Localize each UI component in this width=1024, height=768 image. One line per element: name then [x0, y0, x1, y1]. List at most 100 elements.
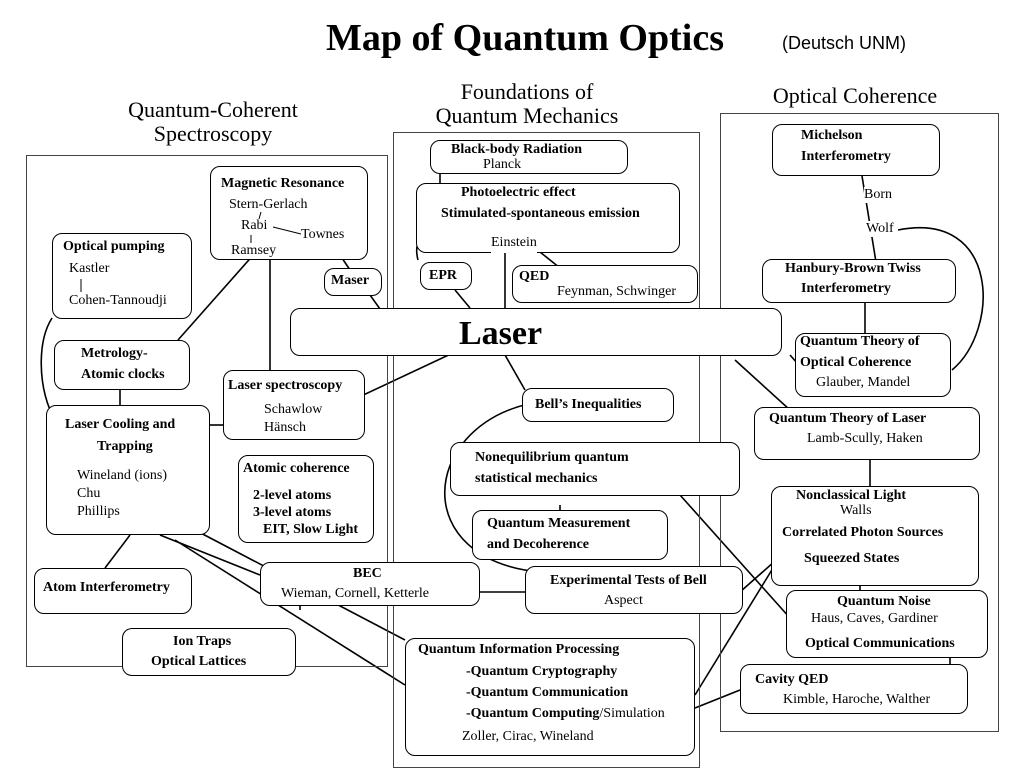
node-person: Schawlow: [264, 402, 323, 417]
label-born: Born: [864, 187, 892, 203]
node-bec: BEC Wieman, Cornell, Ketterle: [260, 562, 480, 606]
node-line: Optical Coherence: [800, 355, 912, 370]
node-line: Quantum Theory of: [800, 334, 920, 349]
node-line: 2-level atoms: [253, 488, 332, 503]
connector: [40, 317, 53, 411]
node-subtitle: Stimulated-spontaneous emission: [441, 206, 640, 221]
node-person: Stern-Gerlach: [229, 197, 308, 212]
connector: [504, 354, 526, 391]
connector: [454, 289, 471, 309]
page-title: Map of Quantum Optics: [326, 17, 724, 59]
node-maser: Maser: [324, 268, 382, 296]
node-line: Metrology-: [81, 346, 148, 361]
node-title: Magnetic Resonance: [221, 176, 345, 191]
node-title: Quantum Information Processing: [418, 642, 620, 657]
node-qed: QED Feynman, Schwinger: [512, 265, 698, 303]
connector: [443, 403, 541, 573]
node-line: Atomic clocks: [81, 367, 165, 382]
node-line: -Quantum Cryptography: [466, 664, 618, 679]
credit-label: (Deutsch UNM): [782, 33, 907, 53]
node-line: Trapping: [97, 439, 153, 454]
node-optical-pumping: Optical pumping Kastler Cohen-Tannoudji: [52, 233, 192, 319]
node-line: 3-level atoms: [253, 505, 332, 520]
node-quantum-noise: Quantum Noise Haus, Caves, Gardiner Opti…: [786, 590, 988, 658]
node-michelson-interferometry: Michelson Interferometry: [772, 124, 940, 176]
node-line: Laser Cooling and: [65, 417, 176, 432]
node-bells-inequalities: Bell’s Inequalities: [522, 388, 674, 422]
heading-line: Foundations of: [460, 79, 594, 104]
connector: [104, 534, 131, 569]
node-quantum-theory-optical-coherence: Quantum Theory of Optical Coherence Glau…: [795, 333, 951, 397]
node-person: Phillips: [77, 504, 120, 519]
node-title: EPR: [429, 268, 457, 283]
node-quantum-theory-of-laser: Quantum Theory of Laser Lamb-Scully, Hak…: [754, 407, 980, 460]
node-line: Optical Communications: [805, 636, 955, 651]
connector: [694, 689, 741, 709]
node-line: -Quantum Communication: [466, 685, 629, 700]
node-line: Hanbury-Brown Twiss: [785, 261, 921, 276]
optpump-link: [80, 279, 82, 292]
node-line: Michelson: [801, 128, 863, 143]
node-person: Townes: [301, 226, 345, 245]
node-title: QED: [519, 269, 550, 284]
node-person: Walls: [840, 503, 872, 518]
node-quantum-measurement: Quantum Measurement and Decoherence: [472, 510, 668, 560]
node-title: Nonclassical Light: [796, 488, 907, 503]
node-title: Optical pumping: [63, 239, 165, 254]
node-experimental-tests-of-bell: Experimental Tests of Bell Aspect: [525, 566, 743, 614]
middle-column-heading: Foundations of Quantum Mechanics: [412, 79, 642, 129]
node-ion-traps: Ion Traps Optical Lattices: [122, 628, 296, 676]
connector: [734, 359, 791, 411]
node-title: Laser spectroscopy: [228, 378, 343, 393]
node-atom-interferometry: Atom Interferometry: [34, 568, 192, 614]
heading-line: Spectroscopy: [153, 121, 273, 147]
node-cavity-qed: Cavity QED Kimble, Haroche, Walther: [740, 664, 968, 714]
node-hanbury-brown-twiss: Hanbury-Brown Twiss Interferometry: [762, 259, 956, 303]
node-line: and Decoherence: [487, 537, 589, 552]
node-title: Laser: [459, 315, 543, 352]
node-line: Squeezed States: [804, 551, 900, 566]
node-title: Maser: [331, 273, 370, 288]
label-wolf: Wolf: [866, 221, 894, 237]
node-quantum-information-processing: Quantum Information Processing -Quantum …: [405, 638, 695, 756]
node-person: Kastler: [69, 261, 110, 276]
node-person: Chu: [77, 486, 101, 501]
node-laser: Laser: [290, 308, 782, 356]
node-black-body-radiation: Black-body Radiation Planck: [430, 140, 628, 174]
heading-line: Quantum-Coherent: [128, 97, 298, 122]
node-people: Feynman, Schwinger: [557, 284, 676, 299]
node-people: Planck: [483, 157, 522, 172]
node-people: Zoller, Cirac, Wineland: [462, 729, 594, 744]
node-line-bold: -Quantum Computing: [466, 706, 600, 721]
node-photoelectric-effect: Photoelectric effect Stimulated-spontane…: [416, 183, 680, 253]
node-title: Atom Interferometry: [43, 580, 170, 595]
connector: [694, 559, 779, 696]
node-line-suffix: /Simulation: [599, 706, 665, 721]
connector: [679, 494, 791, 619]
node-people: Einstein: [491, 234, 537, 253]
left-column-heading: Quantum-Coherent Spectroscopy: [108, 97, 318, 147]
node-laser-spectroscopy: Laser spectroscopy Schawlow Hänsch: [223, 370, 365, 440]
node-title: Quantum Noise: [837, 594, 931, 609]
node-person: Hänsch: [264, 420, 306, 435]
node-person: Wineland (ions): [77, 468, 168, 483]
connector: [174, 539, 406, 686]
node-line: -Quantum Computing/Simulation: [466, 705, 665, 724]
node-line: Interferometry: [801, 281, 891, 296]
node-line: statistical mechanics: [475, 471, 598, 486]
node-people: Kimble, Haroche, Walther: [783, 692, 931, 707]
node-people: Lamb-Scully, Haken: [807, 431, 923, 446]
node-person: Rabi: [241, 218, 268, 233]
node-atomic-coherence: Atomic coherence 2-level atoms 3-level a…: [238, 455, 374, 543]
node-line: Quantum Measurement: [487, 516, 631, 531]
node-title: Photoelectric effect: [461, 185, 576, 200]
node-title: Atomic coherence: [243, 461, 350, 476]
right-column-heading: Optical Coherence: [772, 83, 938, 108]
node-title: Bell’s Inequalities: [535, 397, 642, 412]
connector: [897, 227, 984, 371]
connector: [177, 252, 256, 341]
heading-line: Quantum Mechanics: [435, 103, 619, 129]
node-title: Experimental Tests of Bell: [550, 573, 707, 588]
node-person: Ramsey: [231, 243, 277, 258]
node-person: Cohen-Tannoudji: [69, 293, 167, 308]
